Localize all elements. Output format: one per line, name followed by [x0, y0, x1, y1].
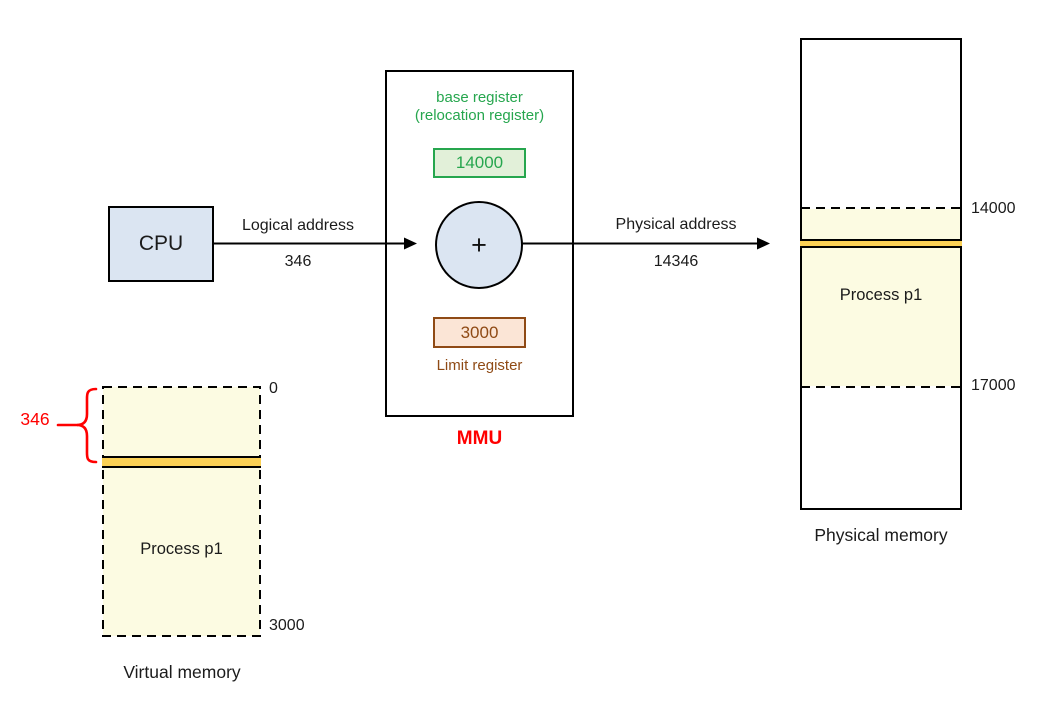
- base-register-subtitle: (relocation register): [414, 107, 545, 124]
- cpu-label: CPU: [138, 232, 184, 255]
- virtual-memory-caption: Virtual memory: [123, 662, 241, 682]
- virtual-memory-top-address-label: 0: [269, 380, 278, 397]
- physical-memory-address-stripe: [800, 239, 962, 248]
- physical-memory-process-region: [801, 209, 961, 386]
- cpu-box: CPU: [108, 206, 214, 282]
- adder-circle: +: [435, 201, 523, 289]
- limit-register-value-box: 3000: [433, 317, 526, 348]
- physical-address-label: Physical address: [615, 216, 737, 233]
- virtual-memory-box: [102, 386, 261, 637]
- base-register-value: 14000: [455, 153, 504, 172]
- mmu-label: MMU: [456, 428, 503, 449]
- physical-address-value: 14346: [653, 253, 699, 270]
- virtual-memory-address-stripe: [102, 456, 261, 468]
- offset-value-label: 346: [20, 409, 50, 429]
- physical-memory-caption: Physical memory: [814, 525, 948, 545]
- base-register-title: base register: [436, 89, 523, 106]
- physical-memory-limit-boundary-label: 17000: [971, 377, 1016, 394]
- virtual-memory-process-label: Process p1: [140, 540, 223, 558]
- physical-address-arrow: [521, 237, 770, 250]
- virtual-memory-bottom-address-label: 3000: [269, 617, 305, 634]
- limit-register-label: Limit register: [436, 357, 523, 374]
- mmu-box: [385, 70, 574, 417]
- offset-brace-path: [76, 387, 98, 464]
- plus-icon: +: [471, 229, 487, 260]
- physical-memory-box: [800, 38, 962, 510]
- logical-address-value: 346: [284, 253, 312, 270]
- limit-register-value: 3000: [460, 322, 499, 342]
- base-register-value-box: 14000: [433, 148, 526, 178]
- logical-address-arrow-head: [404, 237, 417, 250]
- physical-memory-process-label: Process p1: [839, 286, 923, 304]
- logical-address-arrow: [214, 237, 417, 250]
- physical-memory-base-boundary-label: 14000: [971, 200, 1016, 217]
- physical-address-arrow-head: [757, 237, 770, 250]
- logical-address-label: Logical address: [241, 217, 355, 234]
- offset-brace: [56, 387, 98, 464]
